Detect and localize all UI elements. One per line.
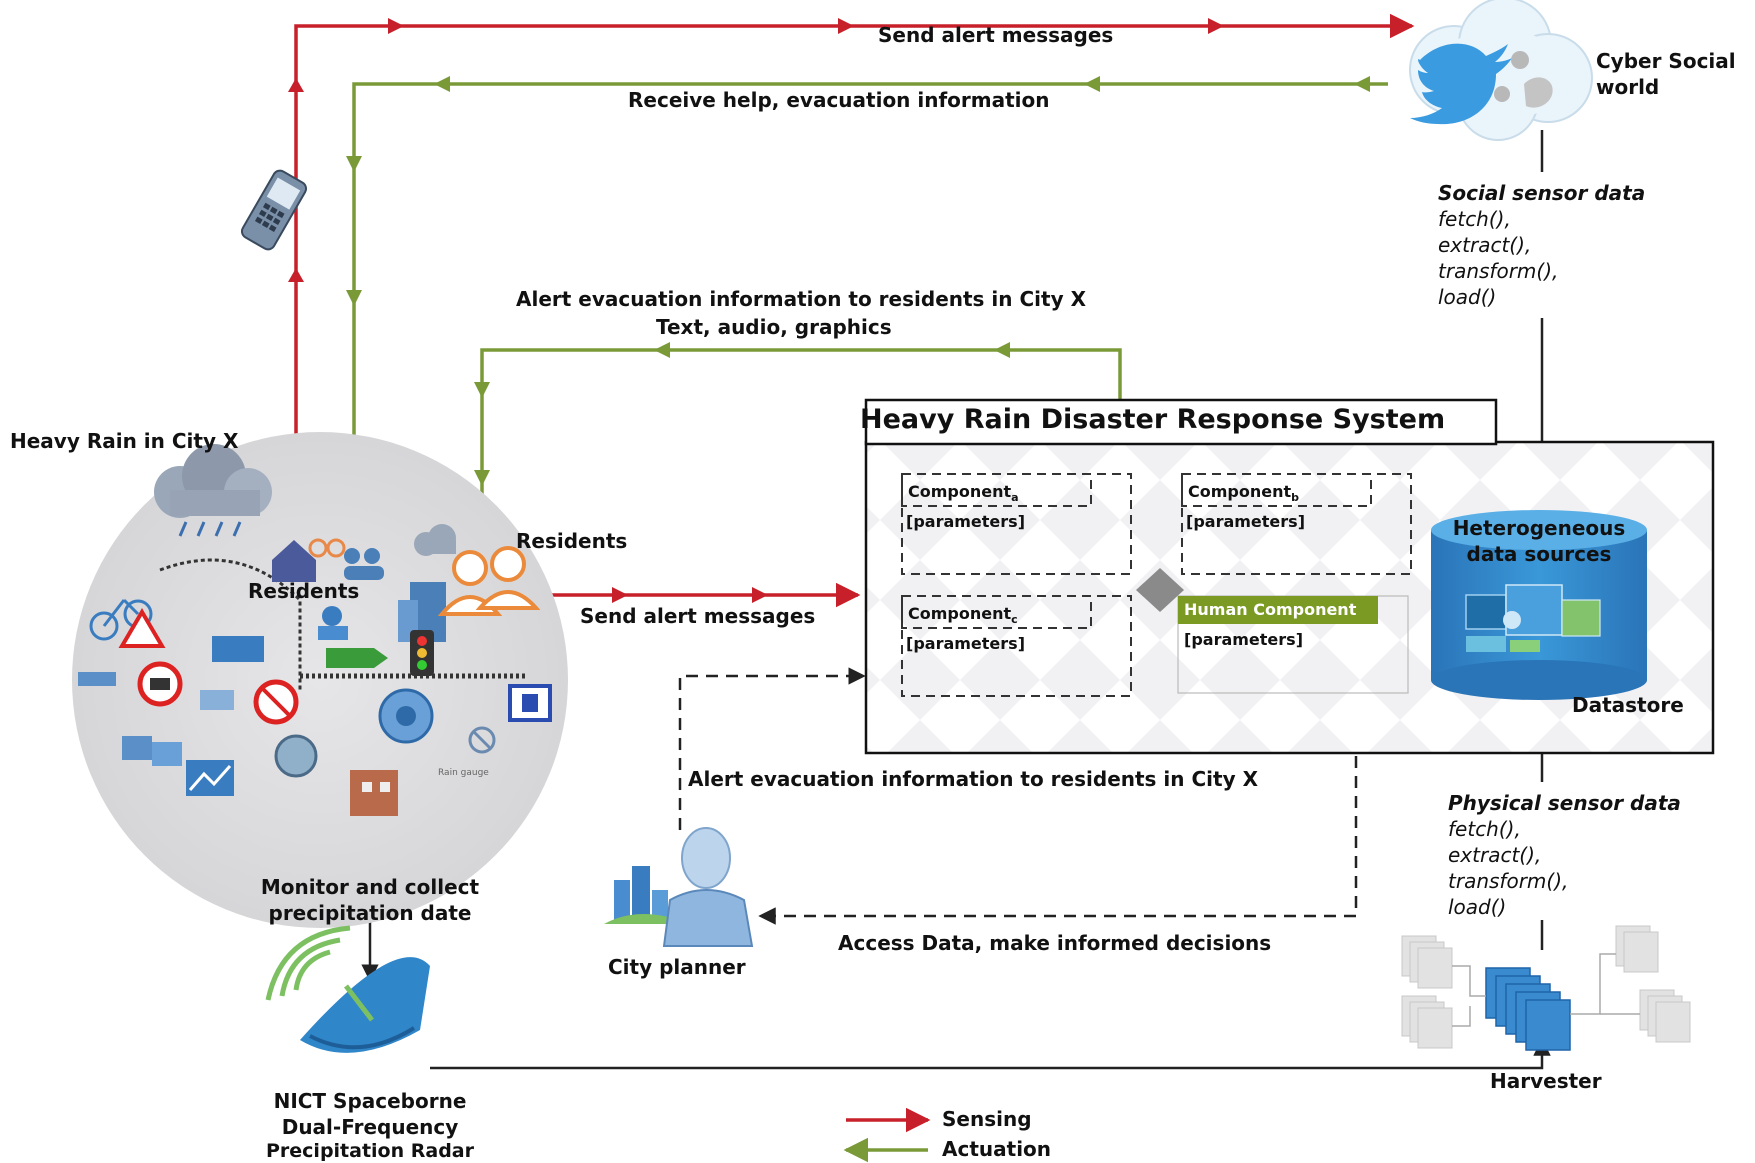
component-c-label: Componentc bbox=[908, 604, 1018, 627]
component-boxes bbox=[901, 473, 1412, 697]
cyber-social-label-1: Cyber Social bbox=[1596, 49, 1736, 73]
harvester-label: Harvester bbox=[1490, 1069, 1602, 1093]
social-sensor-fn-1: fetch(), bbox=[1438, 207, 1511, 231]
residents-label-a: Residents bbox=[248, 579, 360, 603]
component-b-params: [parameters] bbox=[1186, 512, 1305, 531]
sensing-line-mid bbox=[530, 582, 861, 608]
residents-orange-icon bbox=[437, 546, 541, 616]
social-sensor-fn-3: transform(), bbox=[1438, 259, 1559, 283]
receive-help-label: Receive help, evacuation information bbox=[628, 88, 1050, 112]
component-a-label: Componenta bbox=[908, 482, 1019, 505]
component-b-label: Componentb bbox=[1188, 482, 1300, 505]
heterogeneous-label-2: data sources bbox=[1466, 542, 1612, 566]
monitor-label-1: Monitor and collect bbox=[260, 875, 480, 899]
radar-label-2: Dual-Frequency bbox=[281, 1115, 459, 1139]
social-sensor-fn-2: extract(), bbox=[1438, 233, 1532, 257]
residents-icon bbox=[272, 538, 384, 582]
satellite-dish-icon bbox=[265, 925, 430, 1053]
legend bbox=[843, 1107, 931, 1163]
legend-actuation-label: Actuation bbox=[942, 1137, 1052, 1161]
integration-diamond bbox=[1136, 568, 1184, 612]
send-alert-top-label: Send alert messages bbox=[878, 23, 1114, 47]
access-data-label: Access Data, make informed decisions bbox=[838, 931, 1272, 955]
monitor-label-2: precipitation date bbox=[268, 901, 472, 925]
physical-sensor-title: Physical sensor data bbox=[1448, 791, 1681, 815]
social-sensor-title: Social sensor data bbox=[1438, 181, 1646, 205]
harvester-icon bbox=[1401, 925, 1691, 1051]
radar-to-harvester-line bbox=[430, 1038, 1551, 1070]
mobile-phone-icon bbox=[240, 169, 308, 251]
alert-evac-label-2: Text, audio, graphics bbox=[656, 315, 892, 339]
legend-sensing-label: Sensing bbox=[942, 1107, 1032, 1131]
heavy-rain-city-label: Heavy Rain in City X bbox=[10, 429, 239, 453]
social-sensor-fn-4: load() bbox=[1438, 285, 1497, 309]
dashed-planner-line bbox=[678, 667, 1358, 925]
datastore-label: Datastore bbox=[1572, 693, 1684, 717]
physical-sensor-fn-3: transform(), bbox=[1448, 869, 1569, 893]
city-scene bbox=[78, 524, 552, 816]
alert-evac-planner-label: Alert evacuation information to resident… bbox=[688, 767, 1258, 791]
component-c-params: [parameters] bbox=[906, 634, 1025, 653]
physical-sensor-fn-1: fetch(), bbox=[1448, 817, 1521, 841]
database-icon bbox=[1431, 510, 1647, 700]
radar-label-3: Precipitation Radar bbox=[265, 1140, 474, 1162]
city-planner-icon bbox=[604, 827, 754, 947]
physical-sensor-fn-4: load() bbox=[1448, 895, 1507, 919]
component-a-params: [parameters] bbox=[906, 512, 1025, 531]
heterogeneous-label-1: Heterogeneous bbox=[1452, 516, 1626, 540]
alert-evac-label-1: Alert evacuation information to resident… bbox=[516, 287, 1086, 311]
residents-label-b: Residents bbox=[516, 529, 628, 553]
actuation-line-alert bbox=[469, 342, 1122, 558]
human-component-label: Human Component bbox=[1178, 596, 1378, 624]
rain-gauge-label: Rain gauge bbox=[438, 768, 489, 778]
human-component-params: [parameters] bbox=[1184, 630, 1303, 649]
send-alert-mid-label: Send alert messages bbox=[580, 604, 816, 628]
system-title: Heavy Rain Disaster Response System bbox=[860, 404, 1446, 435]
city-planner-label: City planner bbox=[608, 955, 746, 979]
twitter-bird-icon bbox=[1410, 43, 1553, 125]
city-circle bbox=[72, 432, 568, 928]
radar-label-1: NICT Spaceborne bbox=[273, 1089, 467, 1113]
cyber-social-label-2: world bbox=[1596, 75, 1660, 99]
physical-sensor-fn-2: extract(), bbox=[1448, 843, 1542, 867]
rain-cloud-icon bbox=[154, 444, 272, 537]
